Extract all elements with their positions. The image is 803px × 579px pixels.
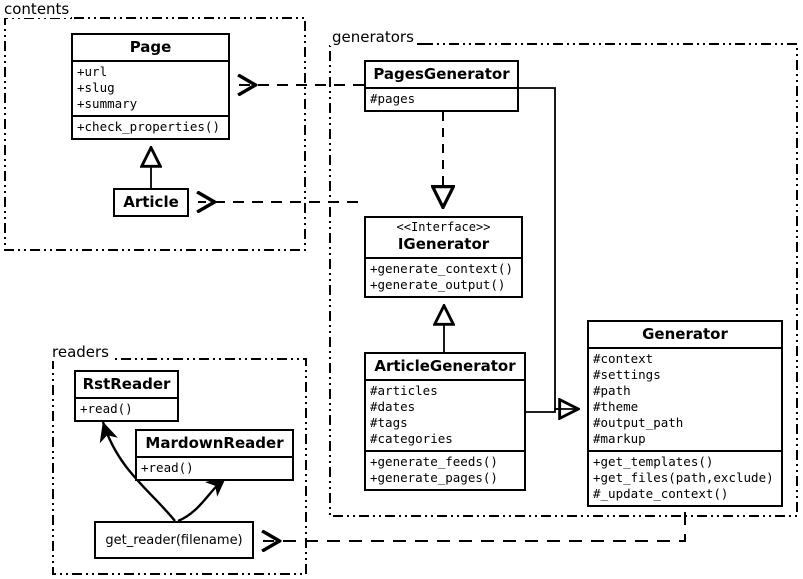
class-name-article: Article <box>123 193 179 211</box>
operation: +get_templates() <box>593 454 714 470</box>
attribute: #tags <box>370 415 408 431</box>
class-box-articlegenerator[interactable]: ArticleGenerator #articles #dates #tags … <box>364 352 526 492</box>
operation: +read() <box>141 460 194 476</box>
attribute: #theme <box>593 399 639 415</box>
edge-generator-getreader <box>263 512 686 541</box>
attribute: #path <box>593 383 631 399</box>
package-label-generators: generators <box>330 28 416 46</box>
attribute: #categories <box>370 431 453 447</box>
class-box-pagesgenerator[interactable]: PagesGenerator #pages <box>364 60 519 113</box>
class-name-articlegenerator: ArticleGenerator <box>374 357 516 375</box>
attribute: +slug <box>77 80 115 96</box>
class-box-generator[interactable]: Generator #context #settings #path #them… <box>587 320 783 508</box>
package-label-contents: contents <box>2 0 72 18</box>
operation: +generate_feeds() <box>370 454 498 470</box>
class-name-rstreader: RstReader <box>82 375 171 393</box>
attribute: #markup <box>593 431 646 447</box>
class-name-page: Page <box>129 38 172 56</box>
operation: +generate_pages() <box>370 470 498 486</box>
class-attributes-page: +url +slug +summary <box>73 60 228 115</box>
class-name-generator: Generator <box>642 325 728 343</box>
operation: +read() <box>80 401 133 417</box>
class-stereotype-igenerator: <<Interface>> <box>396 220 491 234</box>
class-box-mardownreader[interactable]: MardownReader +read() <box>135 429 294 482</box>
class-operations-page: +check_properties() <box>73 115 228 138</box>
function-name-get-reader: get_reader(filename) <box>105 532 243 548</box>
class-box-page[interactable]: Page +url +slug +summary +check_properti… <box>71 33 230 141</box>
class-operations-igenerator: +generate_context() +generate_output() <box>366 256 521 296</box>
class-attributes-articlegenerator: #articles #dates #tags #categories <box>366 379 524 450</box>
attribute: +summary <box>77 96 138 112</box>
operation: #_update_context() <box>593 486 729 502</box>
edge-articlegenerator-generator <box>526 408 578 413</box>
attribute: #settings <box>593 367 661 383</box>
class-attributes-generator: #context #settings #path #theme #output_… <box>589 347 781 450</box>
operation: +check_properties() <box>77 119 220 135</box>
class-name-mardownreader: MardownReader <box>145 434 284 452</box>
class-name-igenerator: IGenerator <box>397 234 490 253</box>
attribute: +url <box>77 64 108 80</box>
operation: +get_files(path,exclude) <box>593 470 774 486</box>
attribute: #articles <box>370 383 438 399</box>
edge-getreader-mardownreader <box>177 476 227 523</box>
attribute: #context <box>593 351 654 367</box>
package-label-readers: readers <box>50 343 111 361</box>
class-operations-generator: +get_templates() +get_files(path,exclude… <box>589 450 781 505</box>
class-attributes-pagesgenerator: #pages <box>366 87 517 110</box>
attribute: #dates <box>370 399 416 415</box>
class-operations-articlegenerator: +generate_feeds() +generate_pages() <box>366 450 524 489</box>
edge-pagesgenerator-generator <box>519 87 578 409</box>
operation: +generate_context() <box>370 260 513 276</box>
class-name-pagesgenerator: PagesGenerator <box>373 65 510 83</box>
class-box-rstreader[interactable]: RstReader +read() <box>74 370 179 423</box>
class-operations-mardownreader: +read() <box>137 456 292 479</box>
function-box-get-reader[interactable]: get_reader(filename) <box>94 521 254 559</box>
class-box-igenerator[interactable]: <<Interface>> IGenerator +generate_conte… <box>364 216 523 298</box>
class-box-article[interactable]: Article <box>113 188 189 218</box>
attribute: #pages <box>370 91 416 107</box>
operation: +generate_output() <box>370 276 506 292</box>
class-operations-rstreader: +read() <box>76 397 177 420</box>
attribute: #output_path <box>593 415 684 431</box>
